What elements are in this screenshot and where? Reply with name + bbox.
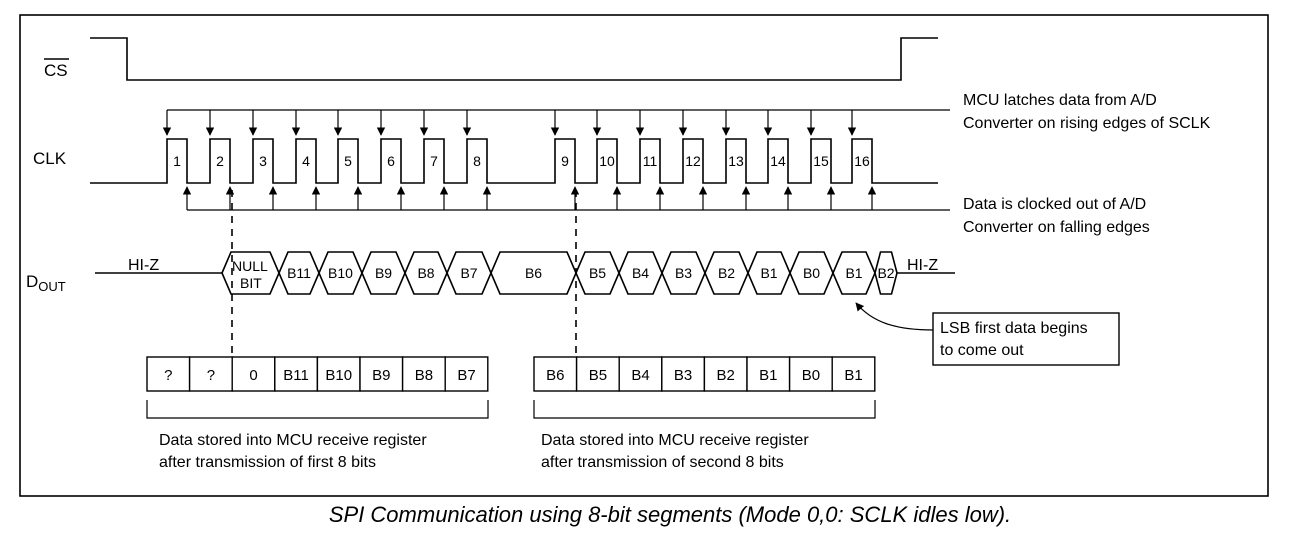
register-cell bbox=[618, 356, 663, 392]
clock-number-10: 10 bbox=[599, 153, 615, 169]
second-receive-register: B6 B5 B4 B3 B2 B1 B0 B1 bbox=[533, 356, 876, 392]
clock-number-12: 12 bbox=[685, 153, 701, 169]
register-cell bbox=[575, 356, 620, 392]
rising-annotation-line2: Converter on rising edges of SCLK bbox=[963, 115, 1211, 132]
clock-number-14: 14 bbox=[770, 153, 786, 169]
register-cell bbox=[274, 356, 319, 392]
register-cell-label: B0 bbox=[802, 367, 820, 384]
dout-bit-text: BIT bbox=[240, 275, 262, 291]
figure-caption: SPI Communication using 8-bit segments (… bbox=[329, 502, 1011, 527]
first-register-bracket bbox=[146, 400, 489, 419]
dout-bit-cells: B11 B10 B9 B8 B7 B6 B5 B4 B3 B2 B1 B0 B1 B2 bbox=[278, 251, 898, 295]
dout-cell-label: B11 bbox=[287, 265, 311, 281]
register-cell-label: ? bbox=[164, 367, 172, 384]
first-receive-register: ?? 0 B11 B10 B9 B8 B7 bbox=[146, 356, 489, 392]
clock-number-4: 4 bbox=[302, 153, 310, 169]
register-cell-label: B9 bbox=[372, 367, 390, 384]
register-cell-label: B4 bbox=[631, 367, 649, 384]
lsb-callout-line2: to come out bbox=[940, 342, 1024, 359]
falling-annotation-line1: Data is clocked out of A/D bbox=[963, 196, 1146, 213]
register-cell-label: 0 bbox=[249, 367, 257, 384]
register-cell bbox=[316, 356, 361, 392]
dout-cell-label: B8 bbox=[417, 265, 434, 281]
dout-cell-label: B1 bbox=[760, 265, 777, 281]
register-cell-label: B3 bbox=[674, 367, 692, 384]
register-cell-label: B5 bbox=[589, 367, 607, 384]
cs-waveform bbox=[90, 37, 938, 81]
clock-number-5: 5 bbox=[344, 153, 352, 169]
register-cell-label: B1 bbox=[759, 367, 777, 384]
second-register-caption-line2: after transmission of second 8 bits bbox=[541, 454, 784, 471]
dout-cell-label: B2 bbox=[718, 265, 735, 281]
lsb-callout-line1: LSB first data begins bbox=[940, 320, 1088, 337]
lsb-callout-arrow bbox=[855, 302, 934, 331]
register-cell-label: B7 bbox=[457, 367, 475, 384]
dout-label: DOUT bbox=[26, 272, 66, 294]
clock-number-9: 9 bbox=[561, 153, 569, 169]
clock-number-8: 8 bbox=[473, 153, 481, 169]
dout-cell-label: B0 bbox=[803, 265, 820, 281]
clock-number-2: 2 bbox=[216, 153, 224, 169]
register-cell bbox=[788, 356, 833, 392]
register-cell bbox=[661, 356, 706, 392]
clock-number-6: 6 bbox=[387, 153, 395, 169]
dout-cell-label: B1 bbox=[845, 265, 862, 281]
clock-number-13: 13 bbox=[728, 153, 744, 169]
register-cell bbox=[401, 356, 446, 392]
dout-hiz-left-label: HI-Z bbox=[128, 257, 159, 274]
second-register-caption-line1: Data stored into MCU receive register bbox=[541, 432, 809, 449]
register-cell bbox=[359, 356, 404, 392]
dout-hiz-right-label: HI-Z bbox=[907, 257, 938, 274]
lsb-callout-box bbox=[932, 312, 1120, 366]
rising-annotation-line1: MCU latches data from A/D bbox=[963, 92, 1157, 109]
clock-number-3: 3 bbox=[259, 153, 267, 169]
register-cell-label: B8 bbox=[415, 367, 433, 384]
register-cell bbox=[188, 356, 233, 392]
first-register-caption-line1: Data stored into MCU receive register bbox=[159, 432, 427, 449]
clock-number-11: 11 bbox=[643, 153, 658, 169]
clk-waveform bbox=[90, 138, 938, 184]
first-register-caption-line2: after transmission of first 8 bits bbox=[159, 454, 376, 471]
clock-number-7: 7 bbox=[430, 153, 438, 169]
falling-annotation-line2: Converter on falling edges bbox=[963, 219, 1150, 236]
dout-cell-label: B5 bbox=[589, 265, 606, 281]
dout-cell-label: B2 bbox=[877, 265, 894, 281]
clk-label: CLK bbox=[33, 149, 67, 168]
register-cell-label: B6 bbox=[546, 367, 564, 384]
register-cell bbox=[231, 356, 276, 392]
dout-cell-label: B3 bbox=[675, 265, 692, 281]
register-cell bbox=[444, 356, 489, 392]
register-cell bbox=[831, 356, 876, 392]
clock-number-1: 1 bbox=[173, 153, 181, 169]
diagram-frame bbox=[19, 14, 1269, 497]
dout-cell-label: B10 bbox=[328, 265, 353, 281]
clock-number-15: 15 bbox=[813, 153, 829, 169]
rising-edge-arrows bbox=[162, 110, 857, 136]
falling-edge-arrows bbox=[182, 186, 877, 210]
clock-number-16: 16 bbox=[854, 153, 870, 169]
register-cell-label: ? bbox=[207, 367, 215, 384]
dout-cell-label: B7 bbox=[460, 265, 477, 281]
register-cell bbox=[746, 356, 791, 392]
dout-cell-label: B4 bbox=[632, 265, 649, 281]
dout-cell-label: B6 bbox=[525, 265, 542, 281]
second-register-bracket bbox=[533, 400, 876, 419]
dout-cell-label: B9 bbox=[375, 265, 392, 281]
register-cell-label: B1 bbox=[844, 367, 862, 384]
register-cell-label: B2 bbox=[717, 367, 735, 384]
cs-label: CS bbox=[44, 61, 68, 80]
register-cell-label: B11 bbox=[283, 367, 309, 384]
register-cell bbox=[146, 356, 191, 392]
register-cell-label: B10 bbox=[325, 367, 352, 384]
dout-null-text: NULL bbox=[232, 258, 268, 274]
